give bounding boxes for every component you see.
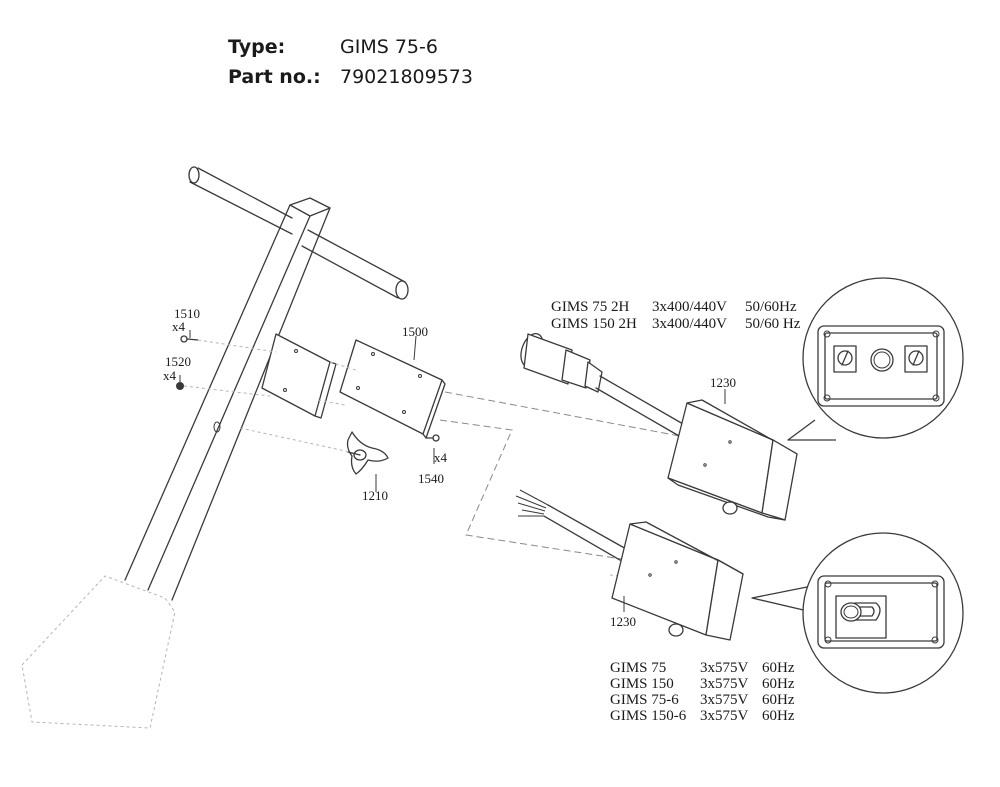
spec-model: GIMS 150	[610, 676, 674, 692]
star-knob-1210	[346, 431, 389, 475]
spec-voltage: 3x575V	[700, 692, 749, 708]
nut-1520	[176, 382, 184, 390]
screw-1510	[180, 335, 199, 343]
spec-table-upper: GIMS 75 2H 3x400/440V 50/60Hz GIMS 150 2…	[551, 299, 801, 332]
part-number-label: Part no.:	[228, 66, 321, 88]
spec-frequency: 60Hz	[762, 692, 795, 708]
type-label: Type:	[228, 36, 286, 58]
type-value: GIMS 75-6	[340, 36, 438, 58]
detail-view-upper	[787, 277, 964, 441]
cable-lower	[515, 489, 629, 561]
spec-voltage: 3x400/440V	[652, 299, 727, 315]
rotary-switch-right-icon	[904, 345, 928, 373]
spec-model: GIMS 150-6	[610, 708, 687, 724]
cee-plug	[520, 333, 691, 441]
leader-lines	[179, 330, 726, 612]
callout-1510: 1510	[174, 306, 200, 321]
spec-voltage: 3x575V	[700, 676, 749, 692]
spec-model: GIMS 75-6	[610, 692, 679, 708]
handle-frame	[21, 166, 409, 729]
callout-1520: 1520	[165, 354, 191, 369]
spec-voltage: 3x575V	[700, 660, 749, 676]
callout-1520-qty: x4	[163, 368, 177, 383]
spec-frequency: 60Hz	[762, 708, 795, 724]
callout-1540: 1540	[418, 471, 444, 486]
spec-model: GIMS 75 2H	[551, 299, 630, 315]
callout-1500: 1500	[402, 324, 428, 339]
spec-frequency: 60Hz	[762, 660, 795, 676]
spec-model: GIMS 75	[610, 660, 666, 676]
switch-box-upper	[667, 399, 798, 521]
detail-view-lower	[751, 532, 964, 694]
start-stop-switch-icon	[835, 595, 887, 639]
callout-1230-upper: 1230	[710, 375, 736, 390]
spec-voltage: 3x575V	[700, 708, 749, 724]
mounting-plate-1500	[339, 339, 446, 439]
indicator-lamp-icon	[870, 348, 894, 372]
callout-1230-lower: 1230	[610, 614, 636, 629]
switch-box-lower	[611, 521, 744, 641]
spec-frequency: 60Hz	[762, 676, 795, 692]
callout-1510-qty: x4	[172, 319, 186, 334]
spec-frequency: 50/60 Hz	[745, 316, 801, 332]
callout-1540-qty: x4	[434, 450, 448, 465]
screw-1540	[425, 434, 440, 442]
mounting-bracket	[261, 333, 337, 419]
callout-1210: 1210	[362, 488, 388, 503]
rotary-switch-left-icon	[833, 345, 857, 373]
part-number-value: 79021809573	[340, 66, 473, 88]
spec-model: GIMS 150 2H	[551, 316, 637, 332]
spec-voltage: 3x400/440V	[652, 316, 727, 332]
spec-table-lower: GIMS 75 3x575V 60Hz GIMS 150 3x575V 60Hz…	[610, 660, 795, 724]
spec-frequency: 50/60Hz	[745, 299, 797, 315]
